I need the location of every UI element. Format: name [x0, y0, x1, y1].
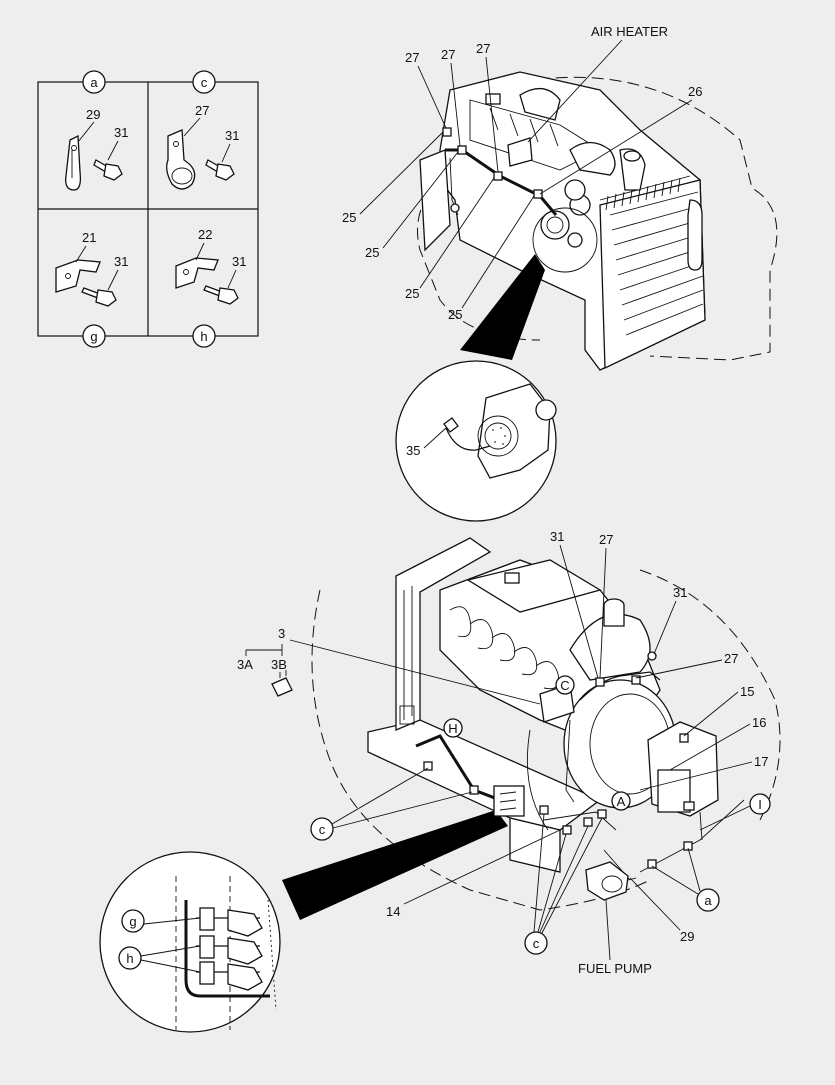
callout-27-top-1: 27 [405, 50, 419, 65]
bracket-21-icon [55, 259, 101, 293]
callout-31-bottom-1: 31 [550, 529, 564, 544]
marker-a-circle [696, 888, 720, 912]
marker-I-circle [749, 793, 771, 815]
marker-c-bottom-circle [524, 931, 548, 955]
marker-C-circle [555, 675, 575, 695]
callout-27-bottom-2: 27 [724, 651, 738, 666]
marker-H: H [448, 721, 457, 736]
callout-31-g: 31 [114, 254, 128, 269]
detail-wedge [460, 254, 545, 360]
engine-top-view: AIR HEATER 27 27 27 26 25 25 25 25 35 [342, 24, 778, 522]
marker-c-left: c [319, 822, 326, 837]
alternator-icon [443, 383, 557, 479]
bolt-icon [203, 285, 239, 305]
callout-27-bottom-1: 27 [599, 532, 613, 547]
callout-26: 26 [688, 84, 702, 99]
legend-letter-c-circle [192, 70, 216, 94]
legend-letter-a: a [90, 75, 98, 90]
clamp-29-icon [65, 134, 82, 191]
callout-3B: 3B [271, 657, 287, 672]
callout-25-b: 25 [365, 245, 379, 260]
marker-A: A [617, 794, 626, 809]
legend-letter-g: g [90, 329, 97, 344]
engine-bottom-view: g h H C A I a c c 31 27 31 [99, 529, 781, 1033]
callout-22: 22 [198, 227, 212, 242]
detail-letter-g: g [129, 914, 136, 929]
marker-I: I [758, 797, 762, 812]
marker-A-circle [611, 791, 631, 811]
marker-c-bottom: c [533, 936, 540, 951]
callout-25-a: 25 [342, 210, 356, 225]
callout-31-bottom-2: 31 [673, 585, 687, 600]
marker-a: a [704, 893, 712, 908]
detail-letter-h: h [126, 951, 133, 966]
marker-H-circle [443, 718, 463, 738]
callout-16: 16 [752, 715, 766, 730]
legend-letter-a-circle [82, 70, 106, 94]
lower-detail-wedge [282, 810, 508, 920]
legend-letter-g-circle [82, 324, 106, 348]
legend-grid: a c g h 29 31 [37, 70, 259, 348]
callout-21: 21 [82, 230, 96, 245]
air-heater-label: AIR HEATER [591, 24, 668, 39]
callout-29: 29 [86, 107, 100, 122]
callout-27-c: 27 [195, 103, 209, 118]
bracket-22-icon [175, 257, 219, 289]
callout-3: 3 [278, 626, 285, 641]
callout-31-h: 31 [232, 254, 246, 269]
marker-c-left-circle [310, 817, 334, 841]
fuel-pump-label: FUEL PUMP [578, 961, 652, 976]
legend-letter-c: c [201, 75, 208, 90]
callout-31-c: 31 [225, 128, 239, 143]
callout-15: 15 [740, 684, 754, 699]
detail-zoom-ring [532, 207, 598, 273]
bolt-icon [81, 287, 117, 307]
callout-31-a: 31 [114, 125, 128, 140]
callout-25-c: 25 [405, 286, 419, 301]
callout-29-bottom: 29 [680, 929, 694, 944]
bracket-detail-content [175, 876, 277, 1030]
callout-14: 14 [386, 904, 400, 919]
bracket-detail-circle [99, 851, 281, 1033]
marker-C: C [560, 678, 569, 693]
callout-35: 35 [406, 443, 420, 458]
callout-27-top-3: 27 [476, 41, 490, 56]
callout-3A: 3A [237, 657, 253, 672]
bolt-icon [205, 159, 235, 181]
callout-27-top-2: 27 [441, 47, 455, 62]
detail-letter-h-circle [118, 946, 142, 970]
detail-letter-g-circle [121, 909, 145, 933]
legend-letter-h: h [200, 329, 207, 344]
legend-letter-h-circle [192, 324, 216, 348]
bolt-icon [93, 159, 123, 181]
fuel-pump-icon [585, 861, 637, 901]
connector-icon [271, 670, 293, 697]
callout-25-d: 25 [448, 307, 462, 322]
cushion-clamp-27-icon [166, 129, 196, 190]
callout-17: 17 [754, 754, 768, 769]
